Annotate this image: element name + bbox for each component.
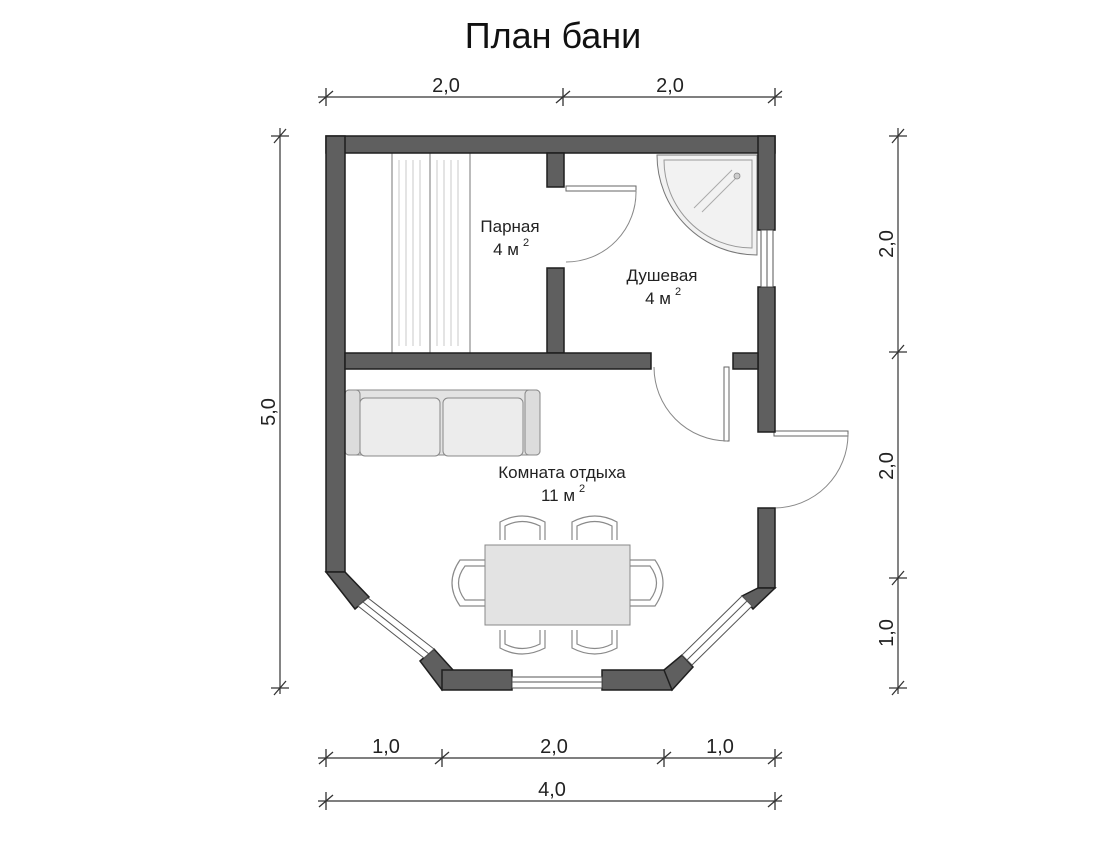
dimension-top: 2,0 2,0 — [318, 75, 783, 106]
svg-text:4 м: 4 м — [493, 240, 519, 259]
steam-room-door — [565, 185, 637, 263]
dimension-left: 5,0 — [258, 128, 289, 696]
dim-right-bottom: 1,0 — [876, 619, 898, 647]
dim-right-top: 2,0 — [876, 230, 898, 258]
sofa — [344, 389, 541, 457]
svg-text:2: 2 — [675, 286, 681, 298]
dining-table — [484, 544, 631, 626]
dining-set — [451, 515, 664, 655]
interior-walls — [344, 152, 759, 370]
steam-room-benches — [344, 152, 471, 354]
dim-bottom-right: 1,0 — [706, 736, 734, 758]
svg-text:Парная: Парная — [480, 217, 539, 236]
window-diagonal-left — [357, 597, 435, 659]
svg-text:2: 2 — [523, 237, 529, 249]
label-rest-room: Комната отдыха 11 м 2 — [498, 463, 626, 505]
dimension-bottom-segments: 1,0 2,0 1,0 — [318, 736, 783, 767]
dim-bottom-middle: 2,0 — [540, 736, 568, 758]
label-shower-room: Душевая 4 м 2 — [627, 266, 698, 308]
dim-top-right: 2,0 — [656, 75, 684, 97]
shower-tray — [656, 154, 758, 256]
entrance-door — [773, 430, 849, 509]
svg-text:11 м: 11 м — [541, 486, 575, 505]
svg-text:Комната отдыха: Комната отдыха — [498, 463, 626, 482]
rest-room-inner-door — [653, 366, 730, 442]
label-steam-room: Парная 4 м 2 — [480, 217, 539, 259]
dimension-bottom-total: 4,0 — [318, 779, 783, 810]
dim-left-total: 5,0 — [258, 398, 280, 426]
dim-bottom-total: 4,0 — [538, 779, 566, 801]
dim-bottom-left: 1,0 — [372, 736, 400, 758]
window-diagonal-right — [681, 595, 753, 666]
dimension-right: 2,0 2,0 1,0 — [876, 128, 907, 696]
window-right — [760, 229, 774, 288]
exterior-walls — [324, 135, 777, 692]
svg-text:2: 2 — [579, 483, 585, 495]
dim-top-left: 2,0 — [432, 75, 460, 97]
svg-text:4 м: 4 м — [645, 289, 671, 308]
dim-right-middle: 2,0 — [876, 452, 898, 480]
window-bottom — [511, 676, 603, 689]
svg-text:Душевая: Душевая — [627, 266, 698, 285]
plan-title: План бани — [465, 15, 642, 56]
